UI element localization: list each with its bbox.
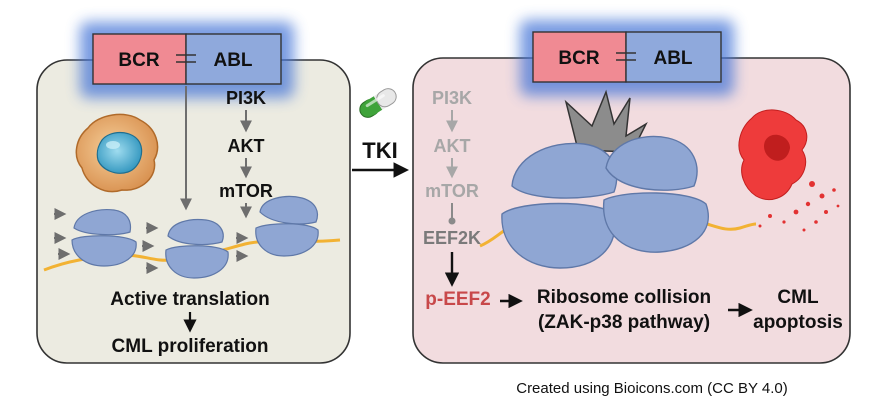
apoptosis-label: apoptosis — [753, 312, 843, 333]
p-eef2-label: p-EEF2 — [425, 289, 490, 310]
zak-p38-pathway-label: (ZAK-p38 pathway) — [538, 312, 710, 333]
left-ribosome-1 — [71, 209, 137, 267]
apoptotic-cell-icon — [738, 109, 840, 232]
left-abl-box — [185, 33, 282, 85]
left-bcr-abl-fusion: BCR ABL — [80, 22, 294, 98]
left-ribosome-3 — [255, 195, 319, 257]
right-bcr-label: BCR — [558, 48, 599, 69]
left-abl-label: ABL — [213, 50, 252, 71]
left-pathway-akt: AKT — [228, 136, 265, 156]
right-mrna-strand-tail — [699, 220, 757, 231]
right-abl-box — [625, 31, 722, 83]
cml-label: CML — [777, 287, 819, 308]
left-bcr-box — [92, 33, 187, 85]
right-pathway-mtor: mTOR — [425, 181, 479, 201]
tki-label: TKI — [362, 138, 397, 163]
right-bcr-box — [532, 31, 627, 83]
right-pathway-eef2k: EEF2K — [423, 228, 481, 248]
inhibition-dot — [448, 217, 456, 225]
left-ribosome-2 — [165, 218, 229, 279]
right-abl-label: ABL — [653, 48, 692, 69]
left-panel: BCR ABL PI3K AKT mTOR — [36, 22, 351, 364]
left-bcr-label: BCR — [118, 50, 159, 71]
right-pathway-pi3k: PI3K — [432, 88, 472, 108]
tki-treatment: TKI — [352, 88, 410, 178]
translation-input-arrows — [54, 208, 249, 274]
collided-ribosome-2 — [602, 135, 709, 253]
pill-capsule-icon — [359, 88, 397, 118]
active-translation-label: Active translation — [110, 289, 269, 310]
left-pathway-pi3k: PI3K — [226, 88, 266, 108]
left-pathway-mtor: mTOR — [219, 181, 273, 201]
right-bcr-abl-fusion: BCR ABL — [520, 20, 734, 96]
bioicons-credit: Created using Bioicons.com (CC BY 4.0) — [516, 380, 788, 397]
cml-proliferation-label: CML proliferation — [112, 336, 269, 357]
leukemia-cell-icon — [75, 113, 159, 193]
right-pathway-akt: AKT — [434, 136, 471, 156]
collided-ribosome-1 — [501, 142, 618, 269]
right-panel: BCR ABL PI3K AKT mTOR EEF2K — [412, 20, 851, 364]
ribosome-collision-label: Ribosome collision — [537, 287, 711, 308]
